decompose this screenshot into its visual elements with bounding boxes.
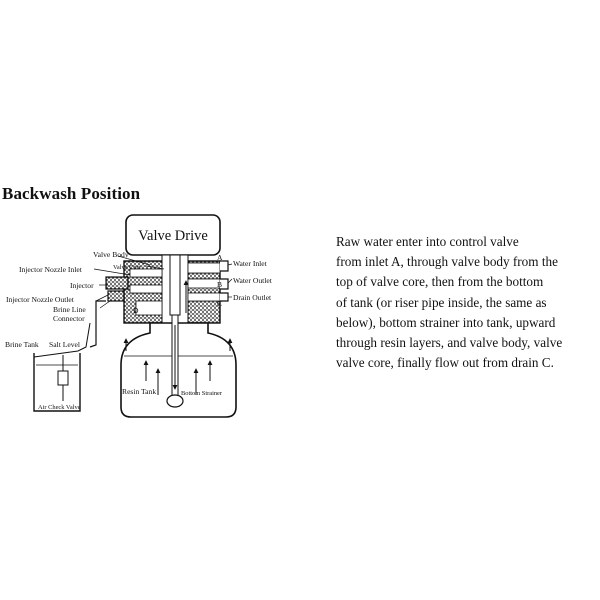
description-line: below), bottom strainer into tank, upwar… <box>336 314 556 330</box>
port-d-label: D <box>133 306 139 315</box>
port-c-label: C <box>217 299 222 308</box>
backwash-diagram: Valve Drive A B C D <box>0 205 300 425</box>
description-line: Raw water enter into control valve <box>336 234 519 249</box>
leader-lines <box>93 255 233 309</box>
label-brine-line-connector-2: Connector <box>53 314 85 323</box>
description-line: of tank (or riser pipe inside, the same … <box>336 294 547 310</box>
injector-assembly <box>105 276 129 302</box>
description-line: top of valve core, then from the bottom <box>336 274 544 290</box>
label-salt-level: Salt Level <box>49 340 80 349</box>
description-line: valve core, finally flow out from drain … <box>336 355 554 371</box>
label-injector: Injector <box>70 281 94 290</box>
label-injector-nozzle-inlet: Injector Nozzle Inlet <box>19 265 83 274</box>
page-title: Backwash Position <box>2 184 141 203</box>
port-a-label: A <box>217 253 223 262</box>
label-brine-tank: Brine Tank <box>5 340 39 349</box>
description-line: through resin layers, and valve body, va… <box>336 335 563 351</box>
resin-tank <box>120 280 237 418</box>
ports-right: A B C D <box>133 253 229 315</box>
label-water-inlet: Water Inlet <box>233 259 268 268</box>
label-air-check-valve: Air Check Valve <box>38 404 81 411</box>
label-valve-body: Valve Body <box>93 250 129 259</box>
port-b-label: B <box>217 280 222 289</box>
label-injector-nozzle-outlet: Injector Nozzle Outlet <box>6 295 75 304</box>
label-resin-tank: Resin Tank <box>122 387 156 396</box>
valve-drive-box: Valve Drive <box>125 214 221 256</box>
description-line: from inlet A, through valve body from th… <box>336 254 558 270</box>
label-valve-core: Valve Core <box>113 264 142 271</box>
label-bottom-strainer: Bottom Strainer <box>181 390 223 397</box>
label-drain-outlet: Drain Outlet <box>233 293 272 302</box>
brine-tank <box>33 300 106 412</box>
description-paragraph: Raw water enter into control valve from … <box>336 232 594 373</box>
label-brine-line-connector-1: Brine Line <box>53 305 86 314</box>
label-water-outlet: Water Outlet <box>233 276 273 285</box>
valve-drive-label: Valve Drive <box>138 228 208 244</box>
